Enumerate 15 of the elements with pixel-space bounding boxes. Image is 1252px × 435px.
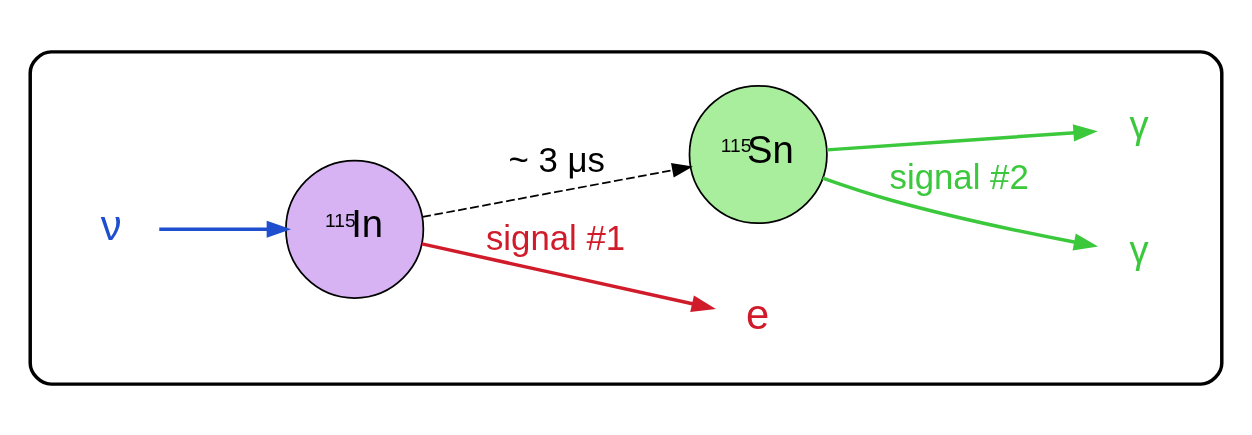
arrow (421, 162, 693, 218)
edge-label: signal #1 (485, 218, 626, 257)
node-circle: $^{115}$In (285, 159, 425, 299)
arrow (822, 176, 1099, 250)
arrow (159, 220, 292, 238)
arrow (421, 241, 716, 312)
node-circle: $^{115}$Sn (688, 84, 828, 224)
edge-label: ~ 3 μs (508, 140, 605, 179)
cluster (28, 49, 1224, 386)
node-text: γ (1129, 227, 1149, 271)
node-text: γ (1129, 102, 1149, 146)
node-text: e (746, 290, 770, 338)
node-text: ν (100, 201, 122, 249)
edge-label: signal #2 (889, 157, 1029, 196)
arrow (827, 123, 1098, 152)
